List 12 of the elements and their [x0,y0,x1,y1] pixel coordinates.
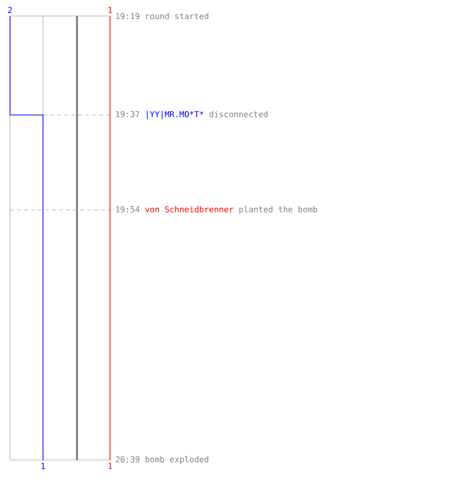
count-label: 1 [108,7,112,13]
event-text: disconnected [209,110,268,118]
player-name: |YY|MR.MO*T* [146,110,204,120]
count-label: 2 [8,6,12,14]
player-name: von Schneidbrenner [145,206,234,212]
event-text: 20:39 bomb exploded [116,456,208,464]
event-time: 19:37 [116,111,140,118]
event-text: 19:19 round started [116,12,208,20]
count-label: 1 [42,463,45,469]
count-label: 1 [108,463,112,469]
event-text: planted the bomb [239,206,318,214]
event-time: 19:54 [116,206,140,212]
